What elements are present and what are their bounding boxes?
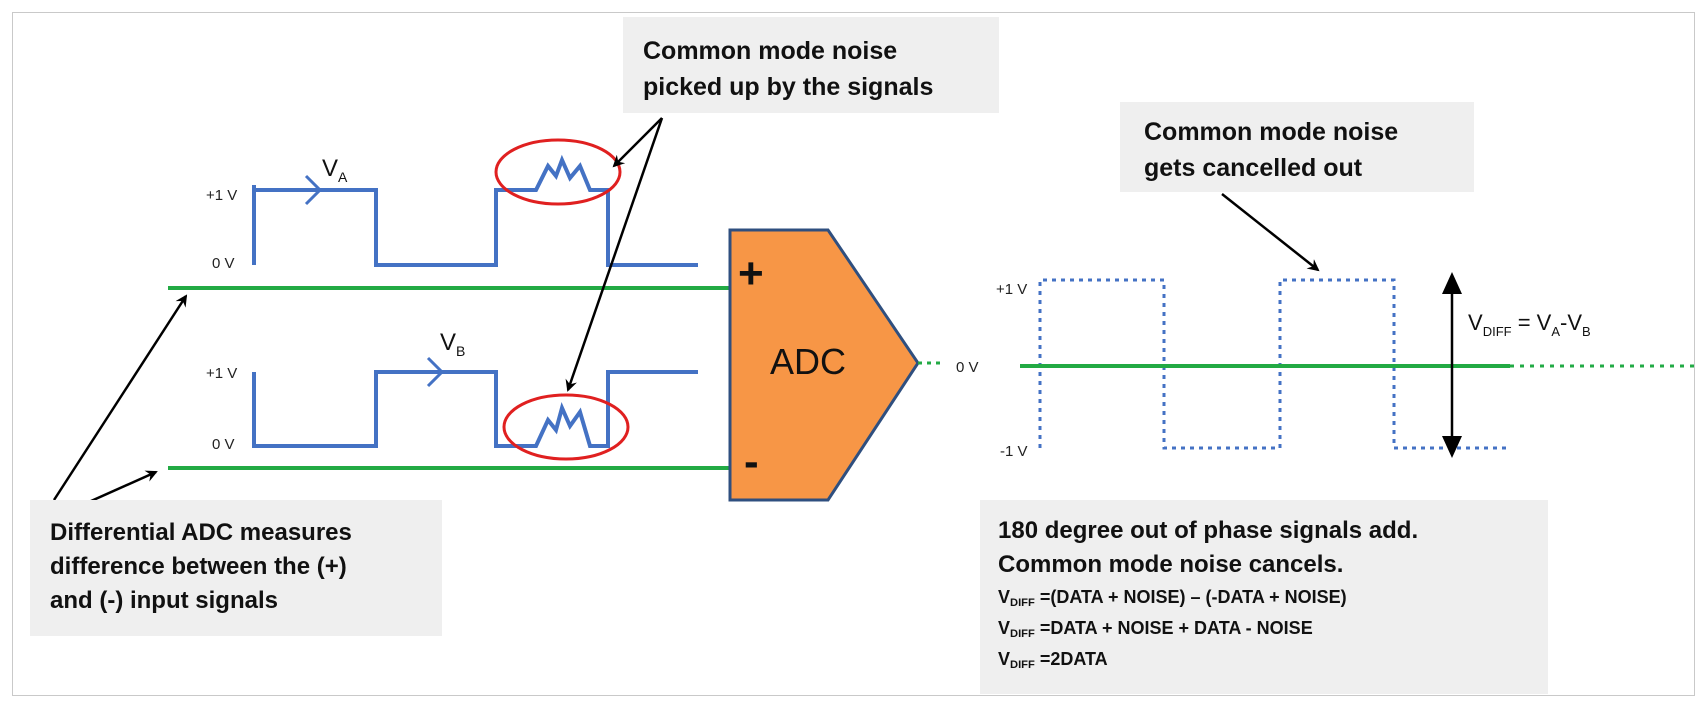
noise-picked-line-1: Common mode noise [643, 37, 898, 65]
vdiff-equation: VDIFF = VA-VB [1468, 310, 1591, 339]
adc-plus-sign: + [738, 249, 764, 298]
noise-picked-line-2: picked up by the signals [643, 73, 934, 101]
output-waveform [1038, 278, 1510, 450]
signal-b-zero-level: 0 V [212, 436, 235, 453]
signal-a-zero-level: 0 V [212, 255, 235, 272]
signal-b-waveform [252, 370, 698, 448]
noise-circle-b [502, 393, 630, 461]
phase-equation-3: VDIFF =2DATA [998, 649, 1108, 671]
pointer-arrow-noise-b [565, 117, 664, 392]
adc-block [728, 228, 920, 502]
pointer-arrow-ground-plus [52, 294, 188, 501]
signal-a-plus-level: +1 V [206, 187, 237, 204]
adc-minus-sign: - [744, 437, 759, 486]
vdiff-arrow-bottom [1442, 436, 1462, 458]
signal-a-label: VA [322, 155, 348, 185]
phase-line-2: Common mode noise cancels. [998, 551, 1344, 578]
differential-adc-note: Differential ADC measures difference bet… [30, 500, 442, 636]
differential-adc-line-2: difference between the (+) [50, 553, 347, 580]
output-minus-level: -1 V [1000, 443, 1028, 460]
noise-picked-note: Common mode noise picked up by the signa… [623, 17, 999, 113]
output-zero-level: 0 V [956, 359, 979, 376]
differential-adc-line-1: Differential ADC measures [50, 519, 352, 546]
noise-circle-a [494, 138, 622, 206]
noise-cancelled-line-2: gets cancelled out [1144, 154, 1363, 182]
output-plus-level: +1 V [996, 281, 1027, 298]
signal-a-waveform [252, 154, 698, 267]
noise-cancelled-note: Common mode noise gets cancelled out [1120, 102, 1474, 192]
pointer-arrow-noise-a [612, 117, 663, 168]
phase-equation-1: VDIFF =(DATA + NOISE) – (-DATA + NOISE) [998, 587, 1347, 609]
signal-b-label: VB [440, 329, 465, 359]
vdiff-arrow-top [1442, 272, 1462, 294]
phase-line-1: 180 degree out of phase signals add. [998, 517, 1419, 544]
adc-label: ADC [770, 341, 846, 382]
signal-a-direction-arrow [304, 174, 323, 206]
differential-adc-line-3: and (-) input signals [50, 587, 278, 614]
phase-note: 180 degree out of phase signals add. Com… [980, 500, 1548, 694]
signal-b-direction-arrow [426, 356, 445, 388]
signal-b-plus-level: +1 V [206, 365, 237, 382]
phase-equation-2: VDIFF =DATA + NOISE + DATA - NOISE [998, 618, 1313, 640]
pointer-arrow-noise-cancel [1221, 193, 1320, 272]
noise-cancelled-line-1: Common mode noise [1144, 118, 1399, 146]
